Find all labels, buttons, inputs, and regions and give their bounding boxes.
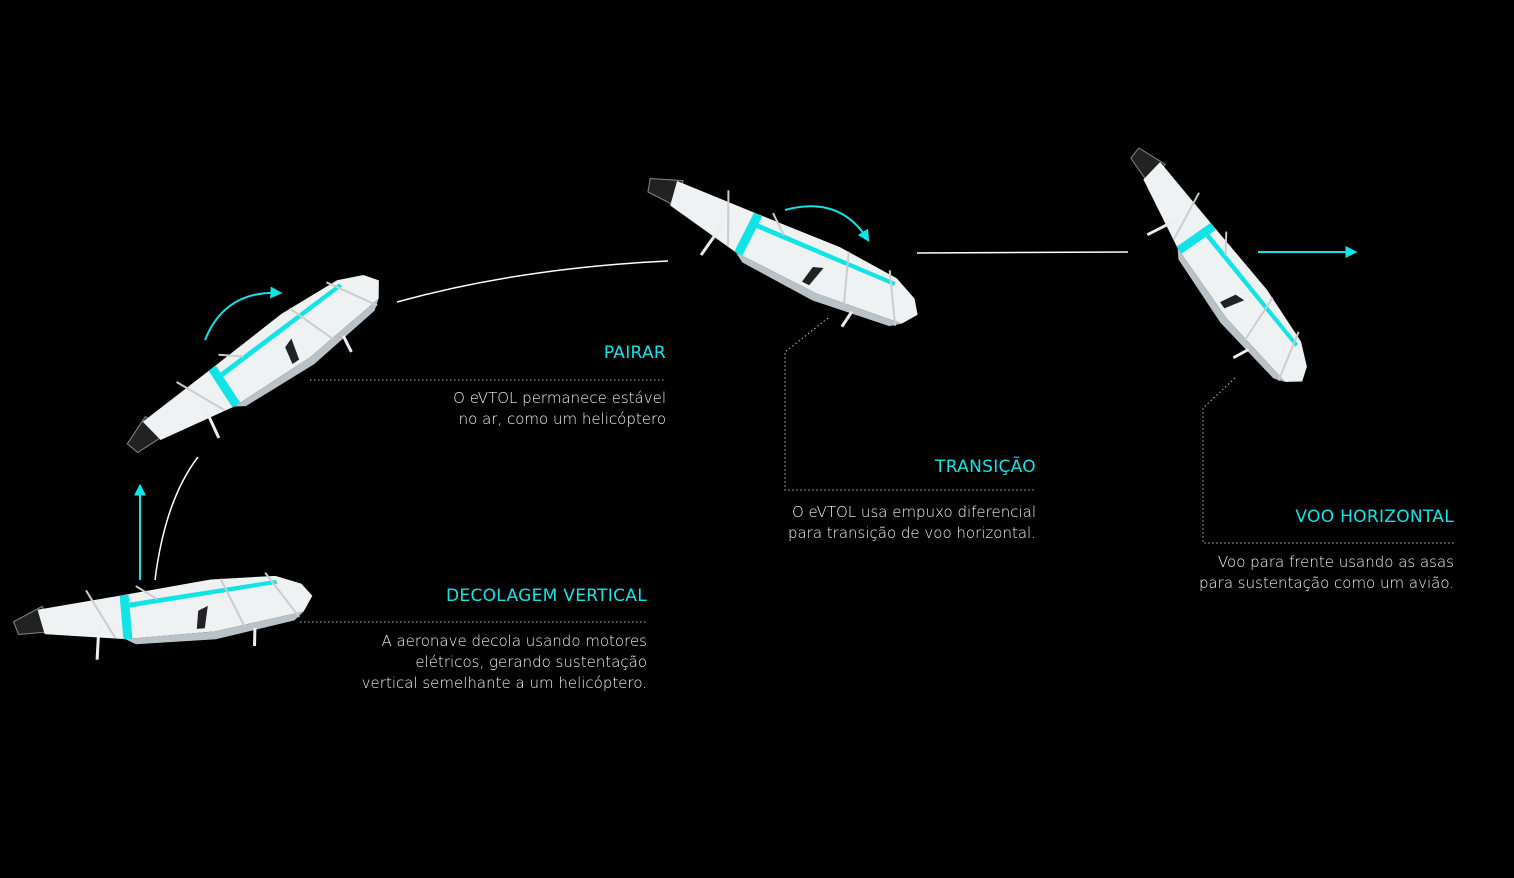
stage-title: PAIRAR — [603, 343, 666, 363]
flight-path-segment — [916, 251, 1129, 254]
evtol-aircraft-cruise — [1102, 131, 1325, 408]
stage-description-line: para transição de voo horizontal. — [787, 524, 1036, 542]
stage-description-line: A aeronave decola usando motores — [381, 632, 647, 650]
stage-description-line: O eVTOL permanece estável — [453, 389, 666, 407]
stage-transicao: TRANSIÇÃO O eVTOL usa empuxo diferencial… — [616, 456, 1036, 544]
stage-description-line: O eVTOL usa empuxo diferencial — [791, 503, 1036, 521]
stage-description-line: vertical semelhante a um helicóptero. — [361, 674, 647, 692]
rotate-arrow-icon — [784, 205, 870, 243]
stage-title: TRANSIÇÃO — [935, 457, 1036, 477]
flight-path-segment — [154, 456, 199, 581]
flight-path-segment — [396, 260, 669, 303]
rotate-arrow-icon — [204, 286, 283, 341]
stage-description-line: no ar, como um helicóptero — [458, 410, 666, 428]
evtol-aircraft-transition — [628, 152, 932, 357]
stage-description-line: para sustentação como um avião. — [1198, 574, 1454, 592]
leader-line-voo — [1202, 377, 1454, 544]
stage-decolagem: DECOLAGEM VERTICAL A aeronave decola usa… — [227, 585, 647, 694]
stage-description-line: Voo para frente usando as asas — [1217, 553, 1454, 571]
stage-title: DECOLAGEM VERTICAL — [446, 586, 647, 606]
stage-title: VOO HORIZONTAL — [1295, 507, 1454, 527]
stage-voo-horizontal: VOO HORIZONTAL Voo para frente usando as… — [1034, 506, 1454, 594]
stage-pairar: PAIRAR O eVTOL permanece estável no ar, … — [246, 342, 666, 430]
stage-description-line: elétricos, gerando sustentação — [415, 653, 647, 671]
